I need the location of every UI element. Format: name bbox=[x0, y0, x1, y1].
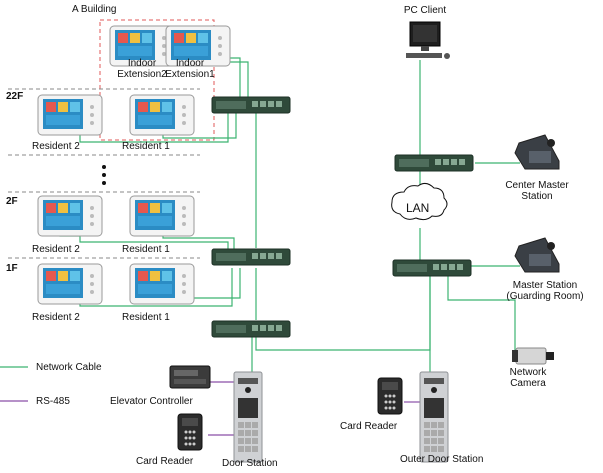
lan-cloud bbox=[391, 182, 448, 221]
resident-2-22f-label: Resident 2 bbox=[32, 141, 80, 152]
elevator-controller-label: Elevator Controller bbox=[110, 396, 193, 407]
center-master-station-icon bbox=[514, 134, 560, 170]
door-station-icon bbox=[233, 371, 263, 463]
switch-door bbox=[211, 320, 291, 338]
network-camera-icon bbox=[512, 347, 554, 365]
switch-22f bbox=[211, 96, 291, 114]
outer-card-reader-label: Card Reader bbox=[340, 421, 398, 432]
card-reader-label: Card Reader bbox=[136, 456, 194, 467]
resident-1-2f-monitor bbox=[129, 195, 195, 237]
pc-client-label: PC Client bbox=[403, 5, 447, 16]
resident-1-2f-label: Resident 1 bbox=[122, 244, 170, 255]
network-cables bbox=[0, 54, 520, 372]
resident-2-22f-monitor bbox=[37, 94, 103, 136]
elevator-controller-icon bbox=[169, 365, 211, 389]
resident-2-2f-label: Resident 2 bbox=[32, 244, 80, 255]
resident-2-2f-monitor bbox=[37, 195, 103, 237]
lan-label: LAN bbox=[406, 201, 430, 215]
switch-center bbox=[394, 154, 474, 172]
legend-network-cable: Network Cable bbox=[36, 362, 102, 373]
resident-1-1f-monitor bbox=[129, 263, 195, 305]
outer-door-station-label: Outer Door Station bbox=[400, 454, 484, 465]
legend-rs485: RS-485 bbox=[36, 396, 70, 407]
floor-22f: 22F bbox=[6, 91, 24, 102]
outer-door-station-icon bbox=[419, 371, 449, 463]
switch-guard bbox=[392, 259, 472, 277]
indoor-extension-1-label: Indoor Extension1 bbox=[165, 58, 215, 80]
resident-1-22f-label: Resident 1 bbox=[122, 141, 170, 152]
indoor-extension-box bbox=[99, 19, 215, 141]
resident-2-1f-monitor bbox=[37, 263, 103, 305]
ellipsis-dots bbox=[102, 165, 106, 185]
resident-1-22f-monitor bbox=[129, 94, 195, 136]
pc-client-icon bbox=[406, 21, 450, 59]
outer-card-reader-icon bbox=[377, 377, 403, 415]
resident-2-1f-label: Resident 2 bbox=[32, 312, 80, 323]
building-title: A Building bbox=[72, 4, 117, 15]
resident-1-1f-label: Resident 1 bbox=[122, 312, 170, 323]
card-reader-icon bbox=[177, 413, 203, 451]
switch-1f bbox=[211, 248, 291, 266]
center-master-label: Center Master Station bbox=[505, 180, 569, 202]
network-camera-label: Network Camera bbox=[509, 367, 547, 389]
floor-2f: 2F bbox=[6, 196, 18, 207]
floor-1f: 1F bbox=[6, 263, 18, 274]
rs485-cables bbox=[0, 381, 420, 436]
door-station-label: Door Station bbox=[222, 458, 278, 469]
master-station-guard-icon bbox=[514, 237, 560, 273]
floor-separators bbox=[8, 88, 200, 259]
indoor-extension-2-label: Indoor Extension2 bbox=[117, 58, 167, 80]
master-guard-label: Master Station (Guarding Room) bbox=[506, 280, 584, 302]
